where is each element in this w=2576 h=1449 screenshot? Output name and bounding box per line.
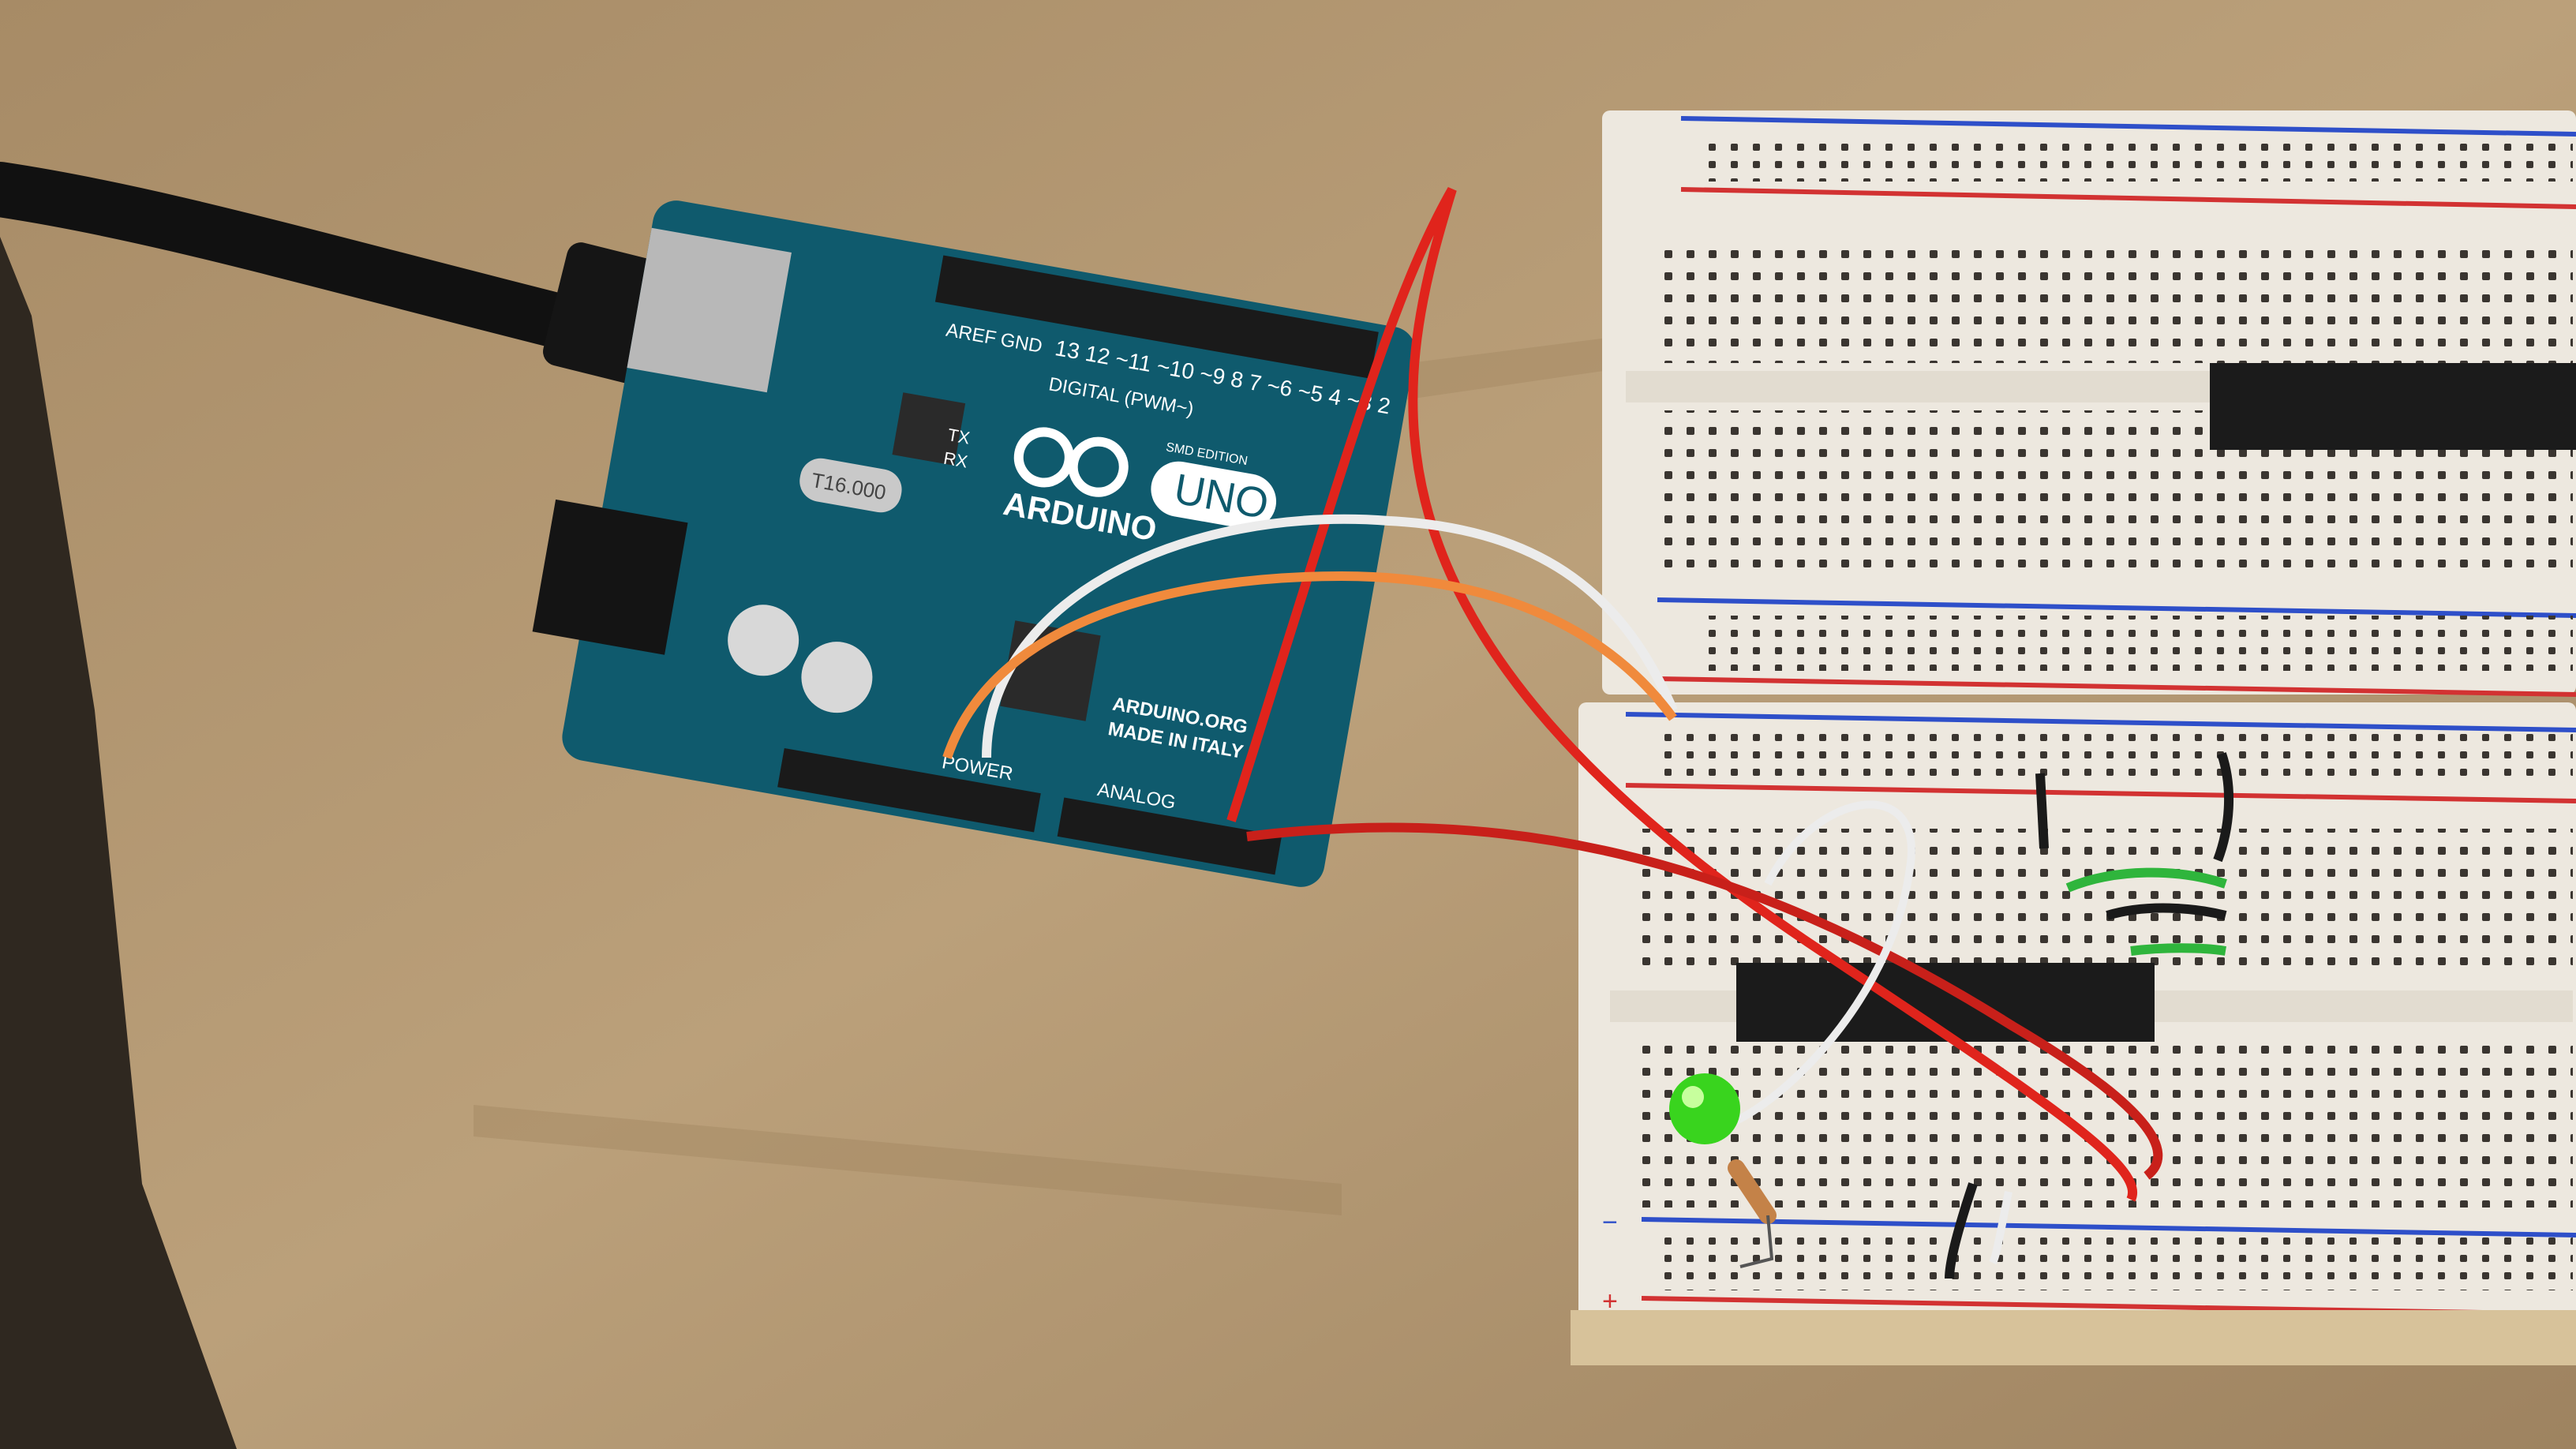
bottom-top-rail-blue xyxy=(1625,712,2576,732)
green-led-highlight xyxy=(1682,1086,1704,1108)
bottom-rail-blue xyxy=(1641,1217,2576,1237)
white-wire xyxy=(982,514,1678,758)
white-wire-breadboard xyxy=(1734,800,1915,1125)
usb-cable xyxy=(0,162,627,359)
top-terminal-holes-upper xyxy=(1657,237,2573,363)
rail-minus-label: − xyxy=(1602,1208,1618,1237)
green-jumper-2 xyxy=(2130,943,2226,956)
mid-rail-holes xyxy=(1697,616,2573,671)
bottom-terminal-holes-upper xyxy=(1642,829,2573,979)
board-pcb xyxy=(562,200,1416,887)
top-rail-holes xyxy=(1697,134,2573,182)
cardboard-fold-2 xyxy=(474,1105,1342,1215)
red-wire-short xyxy=(1246,822,2163,1180)
black-jumper xyxy=(2106,903,2227,920)
orange-wire xyxy=(942,571,1677,759)
analog-header xyxy=(1057,797,1282,875)
white-jumper-bottom xyxy=(1989,1191,2012,1265)
breadboard-bottom: − + xyxy=(1578,702,2576,1334)
label-rx: RX xyxy=(942,448,970,472)
bottom-top-rail-red xyxy=(1625,783,2576,803)
black-jumper-vertical-1 xyxy=(2035,773,2049,849)
uno-badge xyxy=(1151,461,1277,530)
green-led xyxy=(1669,1073,1740,1144)
capacitor-1 xyxy=(728,605,799,676)
usb-socket xyxy=(627,227,792,393)
bottom-terminal-holes-lower xyxy=(1642,1034,2573,1208)
resistor xyxy=(1728,1159,1777,1224)
mid-rail-red xyxy=(1657,676,2576,697)
mid-rail-blue xyxy=(1657,597,2576,618)
black-jumper-bottom xyxy=(1945,1182,1978,1279)
black-jumper-vertical-2 xyxy=(2213,752,2234,863)
usb-chip xyxy=(892,392,966,466)
crystal xyxy=(799,458,902,513)
resistor-lead xyxy=(1739,1215,1774,1268)
bottom-upper-rail-holes xyxy=(1657,730,2573,777)
breadboard-base xyxy=(1571,1310,2576,1365)
rail-plus-label: + xyxy=(1602,1286,1618,1316)
digital-header xyxy=(934,255,1379,379)
red-wire-long xyxy=(1226,187,2138,1202)
capacitor-2 xyxy=(801,642,873,713)
arduino-uno-board: T16.000 AREF GND 13 12 ~11 ~10 ~9 8 7 ~6… xyxy=(532,200,1416,887)
top-rail-red xyxy=(1680,187,2576,209)
arduino-logo xyxy=(1013,427,1129,497)
logo-loop-right xyxy=(1068,436,1129,497)
green-jumper-1 xyxy=(2065,867,2227,893)
bottom-lower-rail-holes xyxy=(1657,1235,2573,1290)
breadboard-top xyxy=(1602,110,2576,697)
ic-chip-top xyxy=(2210,363,2576,450)
power-jack xyxy=(532,499,688,655)
label-tx: TX xyxy=(946,425,972,448)
power-header xyxy=(777,747,1041,833)
top-rail-blue xyxy=(1680,116,2576,137)
